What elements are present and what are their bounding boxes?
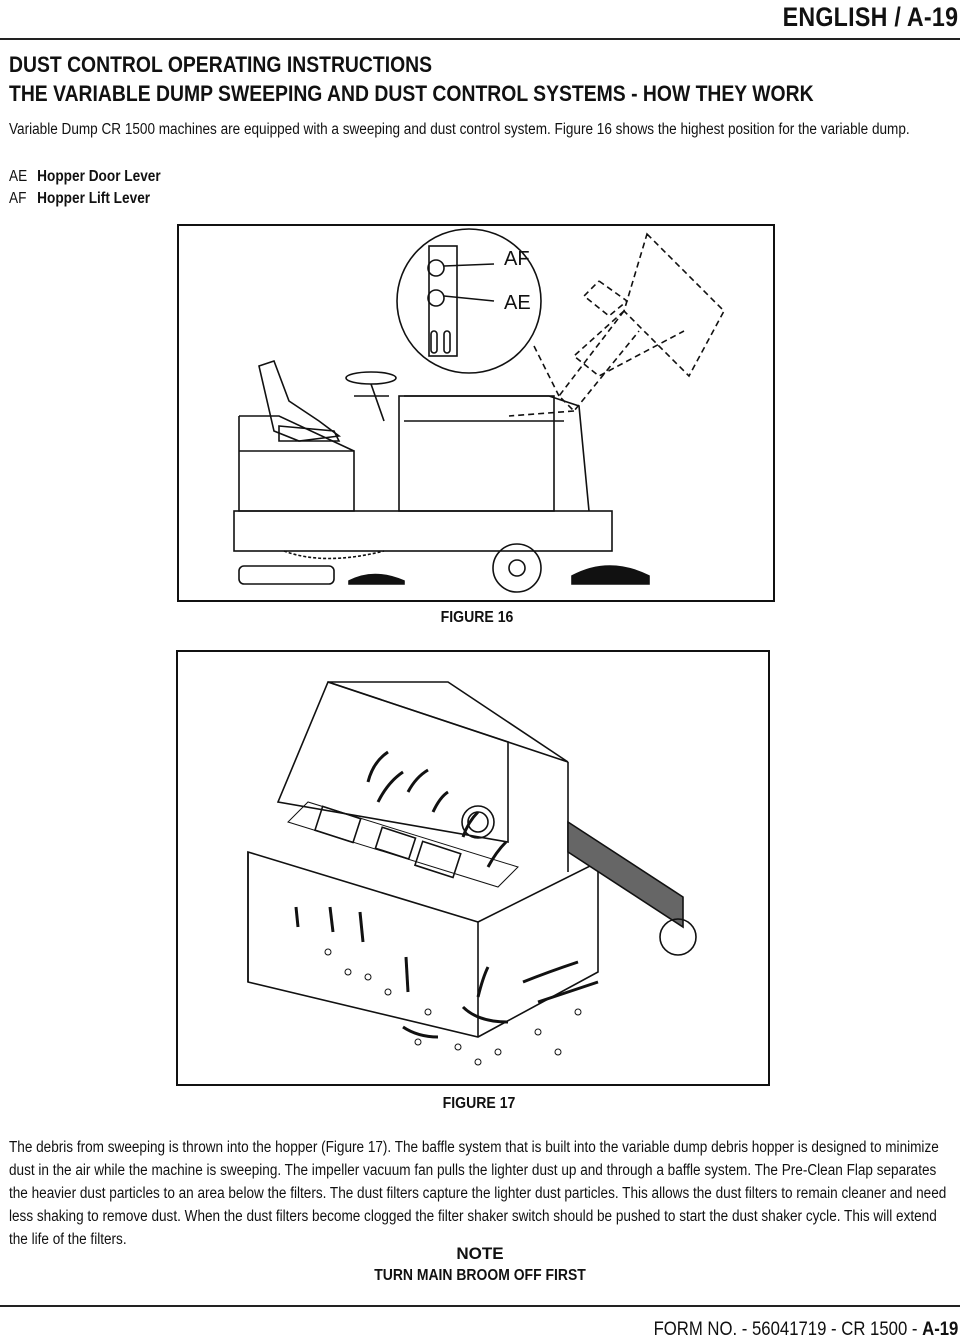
raised-hopper-outline: [508, 232, 725, 417]
footer-form-number: FORM NO. - 56041719 - CR 1500 -: [653, 1319, 922, 1340]
hopper-body: [247, 850, 599, 1038]
section-subheading: THE VARIABLE DUMP SWEEPING AND DUST CONT…: [9, 81, 814, 106]
legend-text: Hopper Lift Lever: [37, 190, 151, 207]
note-text: TURN MAIN BROOM OFF FIRST: [374, 1267, 586, 1284]
figure-16-drawing: [233, 228, 725, 593]
figure-17-caption: FIGURE 17: [442, 1095, 516, 1112]
callout-ae: AE: [504, 292, 531, 314]
legend-text: Hopper Door Lever: [37, 168, 161, 185]
legend-code: AF: [9, 190, 27, 207]
figure-17-drawing: [247, 681, 697, 1066]
page-header-title: ENGLISH / A-19: [782, 2, 958, 32]
legend-list: AE Hopper Door Lever AF Hopper Lift Lever: [9, 166, 161, 210]
section-heading: DUST CONTROL OPERATING INSTRUCTIONS: [9, 52, 433, 77]
rear-wheel: [492, 543, 542, 593]
machine-base: [233, 510, 613, 552]
legend-code: AE: [9, 168, 28, 185]
intro-paragraph: Variable Dump CR 1500 machines are equip…: [9, 121, 910, 138]
footer-page-number: A-19: [921, 1319, 958, 1340]
figure-17-frame: [176, 650, 770, 1086]
figure-16-frame: AF AE: [177, 224, 775, 602]
page-footer: FORM NO. - 56041719 - CR 1500 - A-19: [653, 1319, 958, 1341]
figure-16-caption: FIGURE 16: [440, 609, 514, 626]
header-rule: [0, 38, 960, 40]
legend-item-ae: AE Hopper Door Lever: [9, 166, 161, 188]
callout-af: AF: [504, 248, 530, 270]
footer-rule: [0, 1305, 960, 1307]
body-paragraph: The debris from sweeping is thrown into …: [9, 1139, 947, 1248]
note-heading: NOTE: [456, 1244, 504, 1263]
legend-item-af: AF Hopper Lift Lever: [9, 188, 161, 210]
